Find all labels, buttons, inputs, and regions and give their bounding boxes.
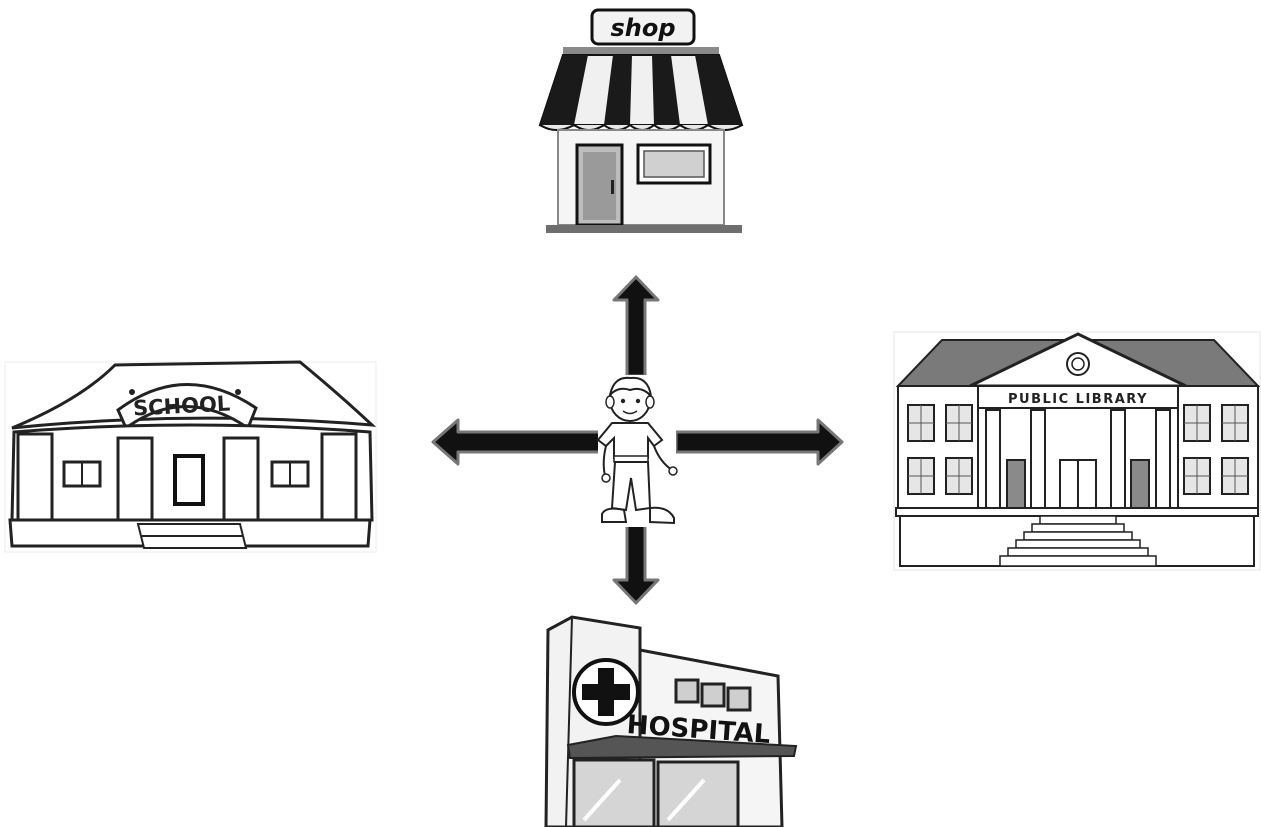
boy-figure	[598, 375, 677, 527]
shop-building: shop	[540, 10, 742, 233]
arrow-down-icon	[614, 524, 658, 603]
library-sign-label: PUBLIC LIBRARY	[1008, 392, 1148, 407]
school-building: SCHOOL	[5, 362, 376, 552]
arrow-left-icon	[433, 420, 600, 464]
hospital-building: HOSPITAL	[546, 617, 796, 827]
shop-sign-label: shop	[610, 14, 675, 42]
arrow-right-icon	[676, 420, 842, 464]
arrow-up-icon	[614, 277, 658, 376]
library-building: PUBLIC LIBRARY	[894, 332, 1260, 570]
school-sign-label: SCHOOL	[132, 391, 230, 420]
